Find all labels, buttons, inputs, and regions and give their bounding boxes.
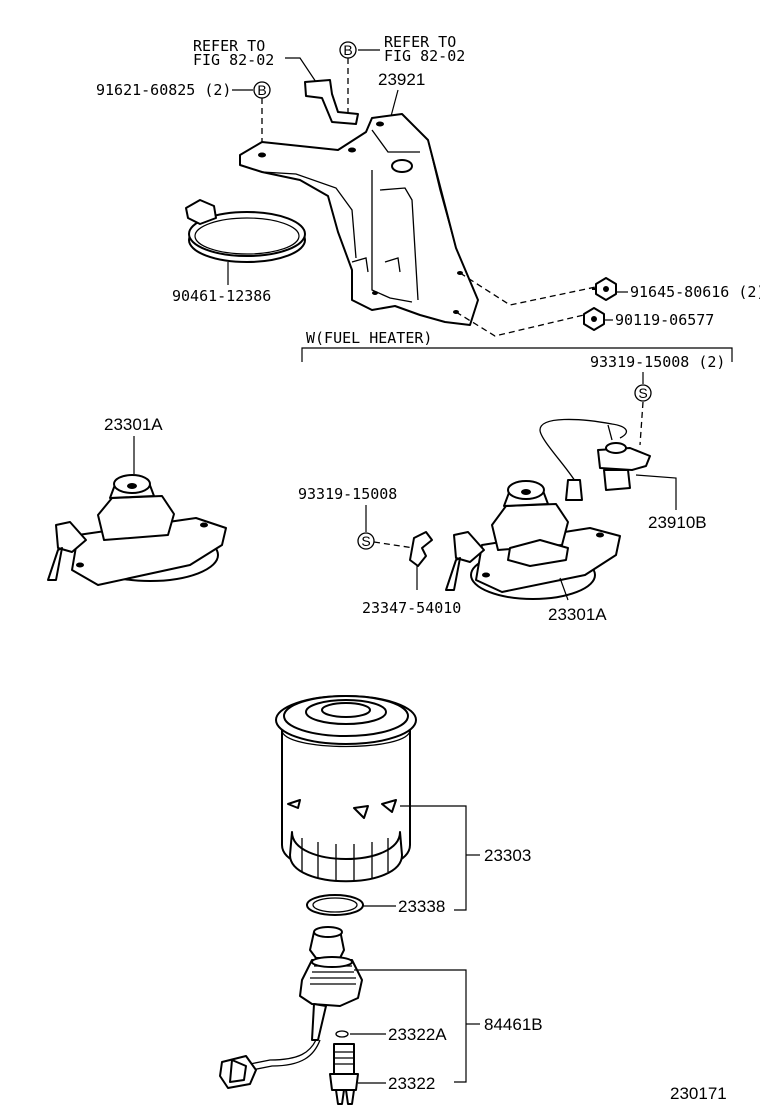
marker-s-heater-letter: S [638,385,647,401]
section-bracket [301,347,733,362]
label-23347-54010: 23347-54010 [362,599,461,617]
label-93319-15008: 93319-15008 [298,485,397,503]
refer-note-left-line1: REFER TO [193,37,265,55]
bolt-91645 [592,277,617,301]
label-84461b: 84461B [484,1015,543,1034]
o-ring-23322a [335,1030,349,1038]
sensor-84461b [219,926,363,1089]
bracket-23921 [239,113,479,326]
filter-head-23301a-left [47,474,227,586]
marker-b-top-letter: B [343,42,352,58]
label-23322: 23322 [388,1074,435,1093]
marker-b-left: B [253,81,271,99]
label-23910b: 23910B [648,513,707,532]
label-93319-15008-2: 93319-15008 (2) [590,353,725,371]
bolt2-dash [455,311,589,337]
label-23303: 23303 [484,846,531,865]
marker-b-left-letter: B [257,82,266,98]
o-ring-23338 [306,894,364,916]
bracket-23303 [400,805,467,911]
leader-23301a-right [559,577,569,601]
bolt1-dash [459,272,611,306]
diagram-id: 230171 [670,1084,727,1103]
bracket-clip [304,79,359,125]
label-23301a-right: 23301A [548,605,607,624]
marker-s-clip-dash [373,541,415,549]
switch-23322 [329,1043,359,1105]
label-91621-60825: 91621-60825 (2) [96,81,231,99]
marker-s-heater: S [634,384,652,402]
marker-b-top: B [339,41,357,59]
marker-s-clip-letter: S [361,533,370,549]
filter-head-23301a-right [445,480,621,600]
bracket-84461b [354,969,467,1083]
clamp-band-90461 [185,199,306,263]
label-23322a: 23322A [388,1025,447,1044]
clip-23347 [409,531,433,567]
label-23921: 23921 [378,70,425,89]
marker-s-heater-dash [639,401,644,446]
label-90461-12386: 90461-12386 [172,287,271,305]
refer-left-leader [285,57,317,83]
filter-element-23303 [275,695,417,883]
refer-note-right-line2: FIG 82-02 [384,47,465,65]
fuel-heater-23910b [539,418,651,501]
section-title-fuel-heater: W(FUEL HEATER) [306,329,432,347]
label-90119-06577: 90119-06577 [615,311,714,329]
label-23301a-left: 23301A [104,415,163,434]
leader-23910b [635,474,677,510]
label-23338: 23338 [398,897,445,916]
refer-note-right-line1: REFER TO [384,33,456,51]
marker-s-clip: S [357,532,375,550]
label-91645-80616: 91645-80616 (2) [630,283,760,301]
bolt-90119 [583,307,605,331]
refer-note-left-line2: FIG 82-02 [193,51,274,69]
